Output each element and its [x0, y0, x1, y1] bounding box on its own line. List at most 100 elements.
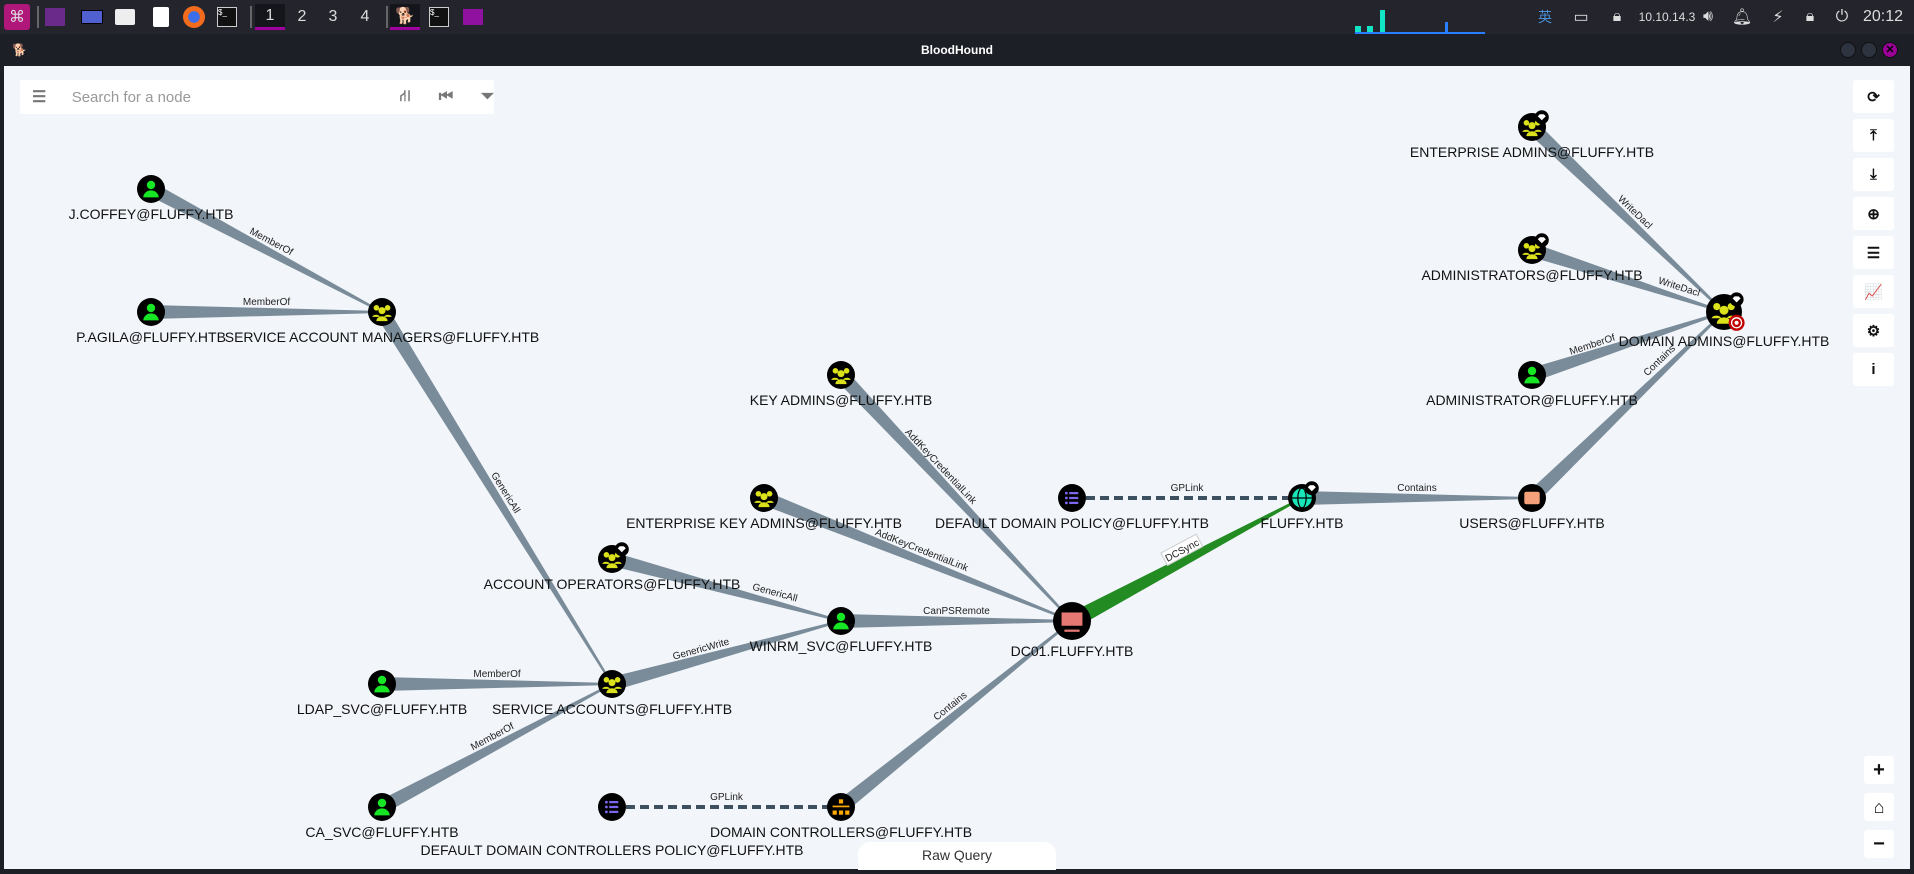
about-button[interactable]: i	[1853, 353, 1894, 386]
node-admins[interactable]: ADMINISTRATORS@FLUFFY.HTB	[1421, 233, 1643, 283]
notification-bell-icon[interactable]: 🔔︎	[1731, 9, 1753, 26]
node-eka[interactable]: ENTERPRISE KEY ADMINS@FLUFFY.HTB	[626, 484, 902, 531]
workspace-4[interactable]: 4	[360, 8, 370, 25]
kali-menu-icon[interactable]: ⌘	[4, 4, 30, 30]
edge-line[interactable]	[761, 491, 1073, 622]
edge-line[interactable]	[610, 620, 842, 691]
queries-button[interactable]: ☰	[1853, 236, 1894, 269]
node-label[interactable]: DEFAULT DOMAIN POLICY@FLUFFY.HTB	[935, 515, 1209, 531]
ime-indicator[interactable]: 英	[1538, 9, 1552, 25]
terminal-emulator-icon[interactable]	[45, 8, 65, 26]
edge-line[interactable]	[841, 614, 1072, 628]
edge-canpsremote[interactable]: CanPSRemote	[841, 606, 1072, 628]
minimize-button[interactable]	[1840, 42, 1856, 58]
edge-line[interactable]	[1529, 311, 1725, 382]
edge-gplink[interactable]: GPLink	[612, 792, 841, 809]
edge-line[interactable]	[1527, 121, 1725, 313]
close-button[interactable]: ✕	[1882, 42, 1898, 58]
menu-icon[interactable]: ☰	[32, 89, 47, 106]
node-label[interactable]: LDAP_SVC@FLUFFY.HTB	[297, 701, 467, 717]
edge-genericwrite[interactable]: GenericWrite	[610, 620, 842, 691]
node-ddcp[interactable]: DEFAULT DOMAIN CONTROLLERS POLICY@FLUFFY…	[421, 793, 804, 858]
node-label[interactable]: ENTERPRISE KEY ADMINS@FLUFFY.HTB	[626, 515, 902, 531]
node-label[interactable]: FLUFFY.HTB	[1261, 515, 1344, 531]
edge-gplink[interactable]: GPLink	[1072, 483, 1302, 500]
workspace-3[interactable]: 3	[328, 8, 338, 25]
maximize-button[interactable]	[1861, 42, 1877, 58]
node-label[interactable]: P.AGILA@FLUFFY.HTB	[76, 329, 226, 345]
edge-line[interactable]	[382, 677, 612, 691]
node-ea[interactable]: ENTERPRISE ADMINS@FLUFFY.HTB	[1410, 110, 1654, 160]
edge-dcsync[interactable]: DCSync	[1068, 497, 1303, 629]
zoom-home-button[interactable]: ⌂	[1864, 793, 1894, 821]
node-ddp[interactable]: DEFAULT DOMAIN POLICY@FLUFFY.HTB	[935, 484, 1209, 531]
node-ca[interactable]: CA_SVC@FLUFFY.HTB	[305, 793, 459, 840]
search-input[interactable]	[71, 88, 370, 106]
upload-button[interactable]: ⤒	[1853, 119, 1894, 152]
screenshot-icon[interactable]	[81, 10, 103, 24]
node-label[interactable]: KEY ADMINS@FLUFFY.HTB	[750, 392, 933, 408]
refresh-button[interactable]: ⟳	[1853, 80, 1894, 113]
power-manager-icon[interactable]: ⚡︎	[1772, 9, 1784, 26]
workspace-1[interactable]: 1	[255, 4, 285, 30]
node-ldap[interactable]: LDAP_SVC@FLUFFY.HTB	[297, 670, 467, 717]
node-dcs[interactable]: DOMAIN CONTROLLERS@FLUFFY.HTB	[710, 793, 972, 840]
zoom-out-button[interactable]: −	[1864, 830, 1894, 858]
edge-line[interactable]	[1302, 491, 1532, 505]
zoom-in-button[interactable]: +	[1864, 756, 1894, 784]
node-label[interactable]: SERVICE ACCOUNTS@FLUFFY.HTB	[492, 701, 732, 717]
terminal-task-icon[interactable]: $_	[429, 7, 449, 27]
node-label[interactable]: J.COFFEY@FLUFFY.HTB	[69, 206, 234, 222]
node-sam[interactable]: SERVICE ACCOUNT MANAGERS@FLUFFY.HTB	[225, 298, 540, 345]
node-label[interactable]: DOMAIN ADMINS@FLUFFY.HTB	[1619, 333, 1830, 349]
node-label[interactable]: DOMAIN CONTROLLERS@FLUFFY.HTB	[710, 824, 972, 840]
node-administrator[interactable]: ADMINISTRATOR@FLUFFY.HTB	[1426, 361, 1638, 408]
raw-query-tab[interactable]: Raw Query	[858, 842, 1056, 870]
file-manager-icon[interactable]	[115, 9, 135, 25]
node-users[interactable]: USERS@FLUFFY.HTB	[1459, 484, 1605, 531]
logout-icon[interactable]: ⏻	[1835, 8, 1849, 25]
edge-line[interactable]	[610, 552, 842, 622]
edge-line[interactable]	[836, 620, 1073, 813]
edge-line[interactable]	[1529, 243, 1725, 313]
node-label[interactable]: ADMINISTRATOR@FLUFFY.HTB	[1426, 392, 1638, 408]
node-label[interactable]: SERVICE ACCOUNT MANAGERS@FLUFFY.HTB	[225, 329, 540, 345]
node-label[interactable]: ACCOUNT OPERATORS@FLUFFY.HTB	[484, 576, 741, 592]
edge-addkeycredentiallink[interactable]: AddKeyCredentialLink	[761, 491, 1073, 622]
node-label[interactable]: ENTERPRISE ADMINS@FLUFFY.HTB	[1410, 144, 1654, 160]
node-sa[interactable]: SERVICE ACCOUNTS@FLUFFY.HTB	[492, 670, 732, 717]
settings-button[interactable]: ⚙	[1853, 314, 1894, 347]
edge-memberof[interactable]: MemberOf	[151, 297, 382, 319]
node-label[interactable]: USERS@FLUFFY.HTB	[1459, 515, 1604, 531]
node-domain[interactable]: FLUFFY.HTB	[1261, 481, 1344, 531]
edge-line[interactable]	[376, 308, 613, 685]
import-button[interactable]: ⊕	[1853, 197, 1894, 230]
node-pagila[interactable]: P.AGILA@FLUFFY.HTB	[76, 298, 226, 345]
edge-line[interactable]	[147, 182, 383, 313]
filter-icon[interactable]: ⏷	[481, 88, 494, 105]
edge-memberof[interactable]: MemberOf	[382, 669, 612, 691]
edge-genericall[interactable]: GenericAll	[376, 308, 613, 685]
node-label[interactable]: ADMINISTRATORS@FLUFFY.HTB	[1421, 267, 1642, 283]
node-jcoffey[interactable]: J.COFFEY@FLUFFY.HTB	[69, 175, 234, 222]
node-label[interactable]: DC01.FLUFFY.HTB	[1011, 643, 1134, 659]
edge-line[interactable]	[1068, 497, 1303, 629]
back-icon[interactable]: ⏮	[438, 88, 454, 105]
edge-line[interactable]	[378, 683, 613, 814]
stats-button[interactable]: 📈	[1853, 275, 1894, 308]
bloodhound-task-icon[interactable]: 🐕	[390, 4, 420, 30]
node-dc01[interactable]: DC01.FLUFFY.HTB	[1011, 602, 1134, 659]
text-editor-icon[interactable]	[153, 7, 169, 27]
node-keyadmins[interactable]: KEY ADMINS@FLUFFY.HTB	[750, 361, 933, 408]
edge-line[interactable]	[835, 370, 1073, 622]
lock-screen-icon[interactable]: 🔒︎	[1805, 8, 1815, 25]
download-button[interactable]: ⤓	[1853, 158, 1894, 191]
edge-line[interactable]	[151, 305, 382, 319]
node-label[interactable]: DEFAULT DOMAIN CONTROLLERS POLICY@FLUFFY…	[421, 842, 804, 858]
node-label[interactable]: WINRM_SVC@FLUFFY.HTB	[750, 638, 933, 654]
node-label[interactable]: CA_SVC@FLUFFY.HTB	[305, 824, 458, 840]
edge-contains[interactable]: Contains	[1302, 483, 1532, 505]
firefox-icon[interactable]	[183, 6, 205, 28]
